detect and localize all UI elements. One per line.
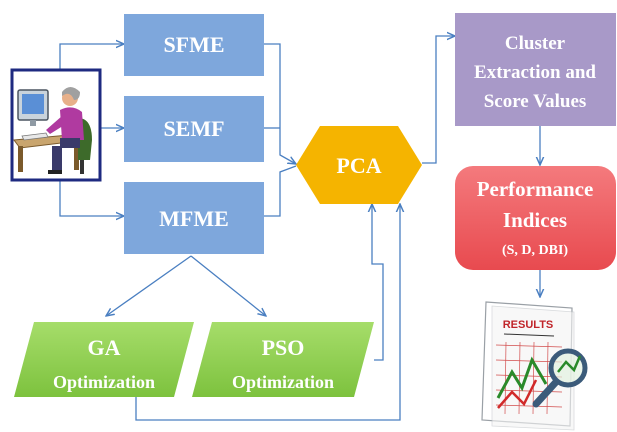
arrow-sfme-to-pca: [264, 43, 296, 164]
mfme-label: MFME: [159, 206, 229, 231]
performance-line-3: (S, D, DBI): [502, 243, 568, 258]
ga-line-1: GA: [88, 335, 121, 360]
performance-indices-box: Performance Indices (S, D, DBI): [455, 166, 616, 270]
connectors: [59, 36, 540, 421]
arrow-pso-to-pca: [372, 204, 384, 361]
arrow-mfme-to-ga: [106, 255, 192, 316]
pca-label: PCA: [336, 153, 381, 178]
sfme-box: SFME: [124, 14, 264, 76]
arrow-mfme-to-pca: [264, 165, 297, 217]
cluster-line-1: Cluster: [505, 33, 566, 54]
cluster-line-2: Extraction and: [474, 62, 596, 83]
pso-optimization-box: PSO Optimization: [192, 322, 374, 397]
arrow-pca-to-cluster: [422, 36, 455, 164]
pso-line-2: Optimization: [232, 372, 334, 392]
arrow-ga-to-pca: [135, 204, 400, 421]
arrow-user-to-sfme: [59, 44, 124, 70]
pso-line-1: PSO: [262, 335, 305, 360]
results-report-magnifier-icon: RESULTS: [481, 301, 588, 431]
results-doc-title: RESULTS: [503, 319, 554, 331]
person-at-computer-icon: [10, 68, 102, 182]
ga-optimization-box: GA Optimization: [14, 322, 194, 397]
cluster-extraction-box: Cluster Extraction and Score Values: [455, 13, 616, 126]
mfme-box: MFME: [124, 182, 264, 254]
pca-hexagon: PCA: [296, 126, 422, 204]
arrow-user-to-mfme: [59, 180, 124, 216]
performance-line-1: Performance: [477, 177, 594, 201]
semf-box: SEMF: [124, 96, 264, 162]
performance-line-2: Indices: [503, 208, 567, 232]
sfme-label: SFME: [163, 32, 224, 57]
semf-label: SEMF: [163, 116, 224, 141]
cluster-line-3: Score Values: [484, 91, 587, 112]
arrow-mfme-to-pso: [190, 255, 266, 316]
ga-line-2: Optimization: [53, 372, 155, 392]
